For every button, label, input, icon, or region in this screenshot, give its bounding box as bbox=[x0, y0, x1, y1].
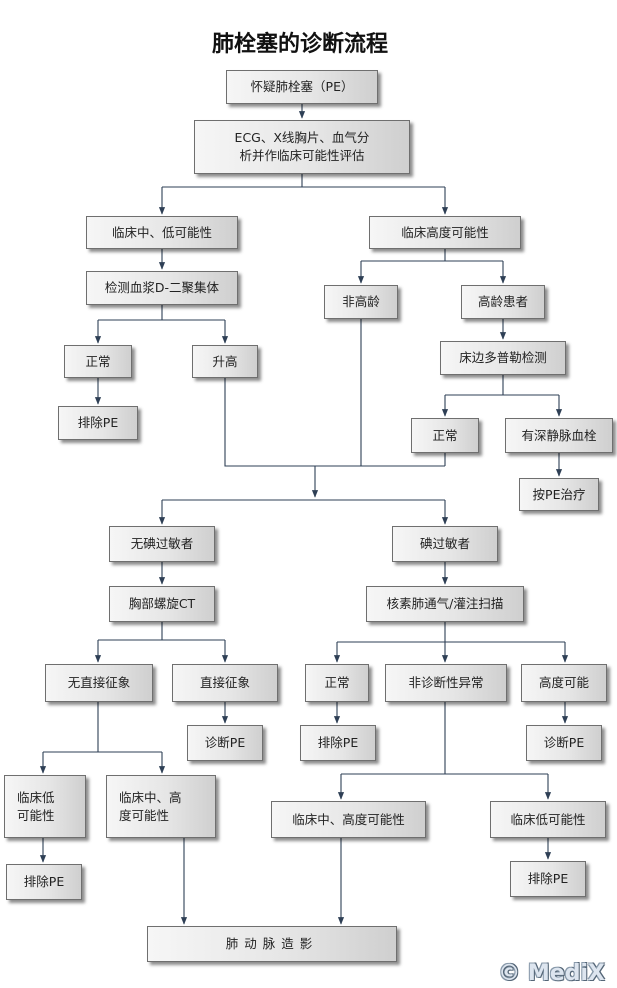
node-elevated-d-dimer: 升高 bbox=[192, 345, 258, 378]
node-pulmonary-angiography: 肺动脉造影 bbox=[147, 926, 397, 962]
page-title: 肺栓塞的诊断流程 bbox=[211, 31, 388, 57]
node-diagnose-pe-2: 诊断PE bbox=[526, 725, 602, 761]
node-d-dimer-test: 检测血浆D-二聚集体 bbox=[86, 271, 238, 305]
node-exclude-pe-4: 排除PE bbox=[510, 861, 586, 897]
node-suspect-pe: 怀疑肺栓塞（PE） bbox=[226, 70, 378, 104]
node-direct-sign: 直接征象 bbox=[172, 664, 278, 702]
node-clinical-mid-high-1: 临床中、高 度可能性 bbox=[106, 775, 216, 838]
node-bedside-doppler: 床边多普勒检测 bbox=[440, 341, 566, 375]
node-no-direct-sign: 无直接征象 bbox=[45, 664, 153, 702]
node-clinical-low-1: 临床低 可能性 bbox=[4, 775, 86, 838]
node-vq-scan: 核素肺通气/灌注扫描 bbox=[366, 586, 524, 622]
node-no-contrast-allergy: 无碘过敏者 bbox=[109, 526, 215, 562]
node-normal-doppler: 正常 bbox=[411, 418, 479, 453]
node-elderly-patient: 高龄患者 bbox=[461, 285, 545, 319]
node-clinical-mid-high-2: 临床中、高度可能性 bbox=[271, 801, 426, 838]
node-spiral-ct: 胸部螺旋CT bbox=[109, 586, 215, 622]
node-exclude-pe-1: 排除PE bbox=[58, 406, 138, 440]
node-high-probability: 临床高度可能性 bbox=[369, 216, 521, 249]
node-exclude-pe-2: 排除PE bbox=[300, 725, 376, 761]
node-exclude-pe-3: 排除PE bbox=[6, 864, 82, 900]
node-initial-evaluation: ECG、X线胸片、血气分 析并作临床可能性评估 bbox=[194, 120, 410, 174]
node-high-possible: 高度可能 bbox=[521, 664, 607, 702]
medix-watermark: © MediX bbox=[498, 961, 605, 986]
node-normal-vq: 正常 bbox=[305, 664, 369, 702]
node-clinical-low-2: 临床低可能性 bbox=[490, 801, 606, 838]
node-dvt: 有深静脉血栓 bbox=[505, 418, 613, 453]
node-contrast-allergy: 碘过敏者 bbox=[392, 526, 498, 562]
node-low-mid-probability: 临床中、低可能性 bbox=[86, 216, 238, 249]
node-diagnose-pe-1: 诊断PE bbox=[187, 725, 263, 761]
node-normal-d-dimer: 正常 bbox=[64, 345, 132, 378]
node-treat-as-pe: 按PE治疗 bbox=[519, 478, 599, 511]
node-nondiagnostic: 非诊断性异常 bbox=[385, 664, 507, 702]
node-not-elderly: 非高龄 bbox=[324, 285, 398, 319]
